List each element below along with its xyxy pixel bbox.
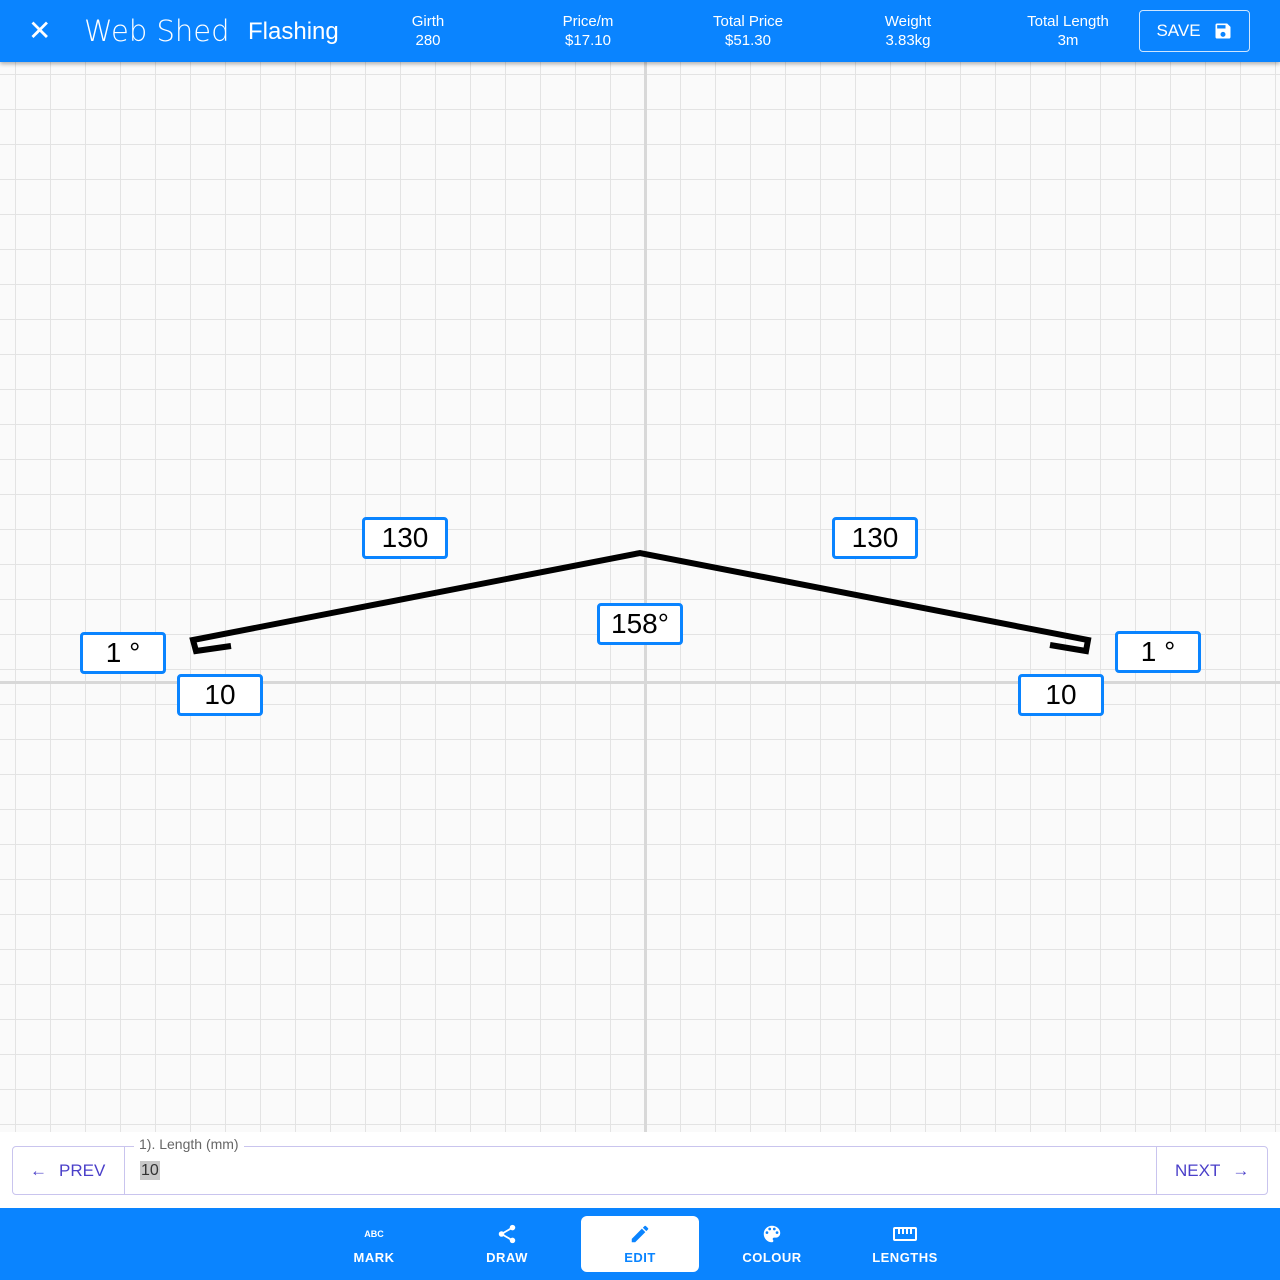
tab-mark[interactable]: ABC MARK xyxy=(315,1216,433,1272)
drawing-canvas[interactable] xyxy=(0,62,1280,1132)
brand-logo: Web Shed xyxy=(84,14,230,48)
stat-value: $17.10 xyxy=(565,32,611,49)
tab-edit[interactable]: EDIT xyxy=(581,1216,699,1272)
save-label: SAVE xyxy=(1156,21,1201,40)
arrow-left-icon: ← xyxy=(30,1160,47,1180)
stat-label: Weight xyxy=(884,13,932,30)
share-icon xyxy=(448,1222,566,1246)
stat-total-price: Total Price $51.30 xyxy=(678,12,818,50)
app-header: ✕ Web Shed Flashing Girth 280 Price/m $17.… xyxy=(0,0,1280,62)
length-field-box xyxy=(12,1146,1268,1195)
length-label-right-hem[interactable]: 10 xyxy=(1018,674,1104,716)
arrow-right-icon: → xyxy=(1232,1160,1250,1180)
length-field-label: 1). Length (mm) xyxy=(134,1136,244,1152)
angle-label-apex[interactable]: 158° xyxy=(597,603,683,645)
length-input-value[interactable]: 10 xyxy=(140,1161,160,1180)
length-label-right-top[interactable]: 130 xyxy=(832,517,918,559)
stat-label: Total Length xyxy=(1027,13,1109,30)
stat-girth: Girth 280 xyxy=(358,12,498,50)
angle-label-right[interactable]: 1 ° xyxy=(1115,631,1201,673)
tab-label: LENGTHS xyxy=(872,1250,938,1265)
tab-draw[interactable]: DRAW xyxy=(448,1216,566,1272)
length-label-left-hem[interactable]: 10 xyxy=(177,674,263,716)
stat-label: Girth xyxy=(411,13,445,30)
axis-horizontal xyxy=(0,681,1280,684)
floppy-disk-icon xyxy=(1215,23,1231,39)
tab-label: MARK xyxy=(353,1250,395,1265)
abc-icon: ABC xyxy=(364,1229,384,1239)
tab-label: DRAW xyxy=(486,1250,528,1265)
pencil-icon xyxy=(581,1222,699,1246)
close-icon[interactable]: ✕ xyxy=(28,15,52,46)
stat-value: 280 xyxy=(415,32,441,49)
tab-label: EDIT xyxy=(624,1250,656,1265)
stat-value: $51.30 xyxy=(725,32,771,49)
length-label-left-top[interactable]: 130 xyxy=(362,517,448,559)
next-label: NEXT xyxy=(1175,1160,1221,1180)
stat-label: Price/m xyxy=(562,13,614,30)
tab-label: COLOUR xyxy=(742,1250,802,1265)
palette-icon xyxy=(713,1222,831,1246)
length-input[interactable]: 10 xyxy=(140,1161,160,1180)
tab-lengths[interactable]: LENGTHS xyxy=(846,1216,964,1272)
tab-colour[interactable]: COLOUR xyxy=(713,1216,831,1272)
next-button[interactable]: NEXT → xyxy=(1156,1146,1268,1195)
bottom-nav: ABC MARK DRAW EDIT COLOUR LENGTHS xyxy=(0,1208,1280,1280)
page-title: Flashing xyxy=(248,18,339,45)
stat-value: 3.83kg xyxy=(885,32,931,49)
save-button[interactable]: SAVE xyxy=(1139,10,1250,52)
stat-label: Total Price xyxy=(712,13,784,30)
prev-label: PREV xyxy=(59,1160,106,1180)
prev-button[interactable]: ← PREV xyxy=(12,1146,125,1195)
stat-total-length: Total Length 3m xyxy=(998,12,1138,50)
editor-panel: 1). Length (mm) ← PREV 10 NEXT → xyxy=(0,1132,1280,1208)
stat-value: 3m xyxy=(1057,32,1079,49)
angle-label-left[interactable]: 1 ° xyxy=(80,632,166,674)
axis-vertical xyxy=(644,62,647,1132)
stat-price-per-m: Price/m $17.10 xyxy=(518,12,658,50)
ruler-icon xyxy=(846,1222,964,1246)
stat-weight: Weight 3.83kg xyxy=(838,12,978,50)
